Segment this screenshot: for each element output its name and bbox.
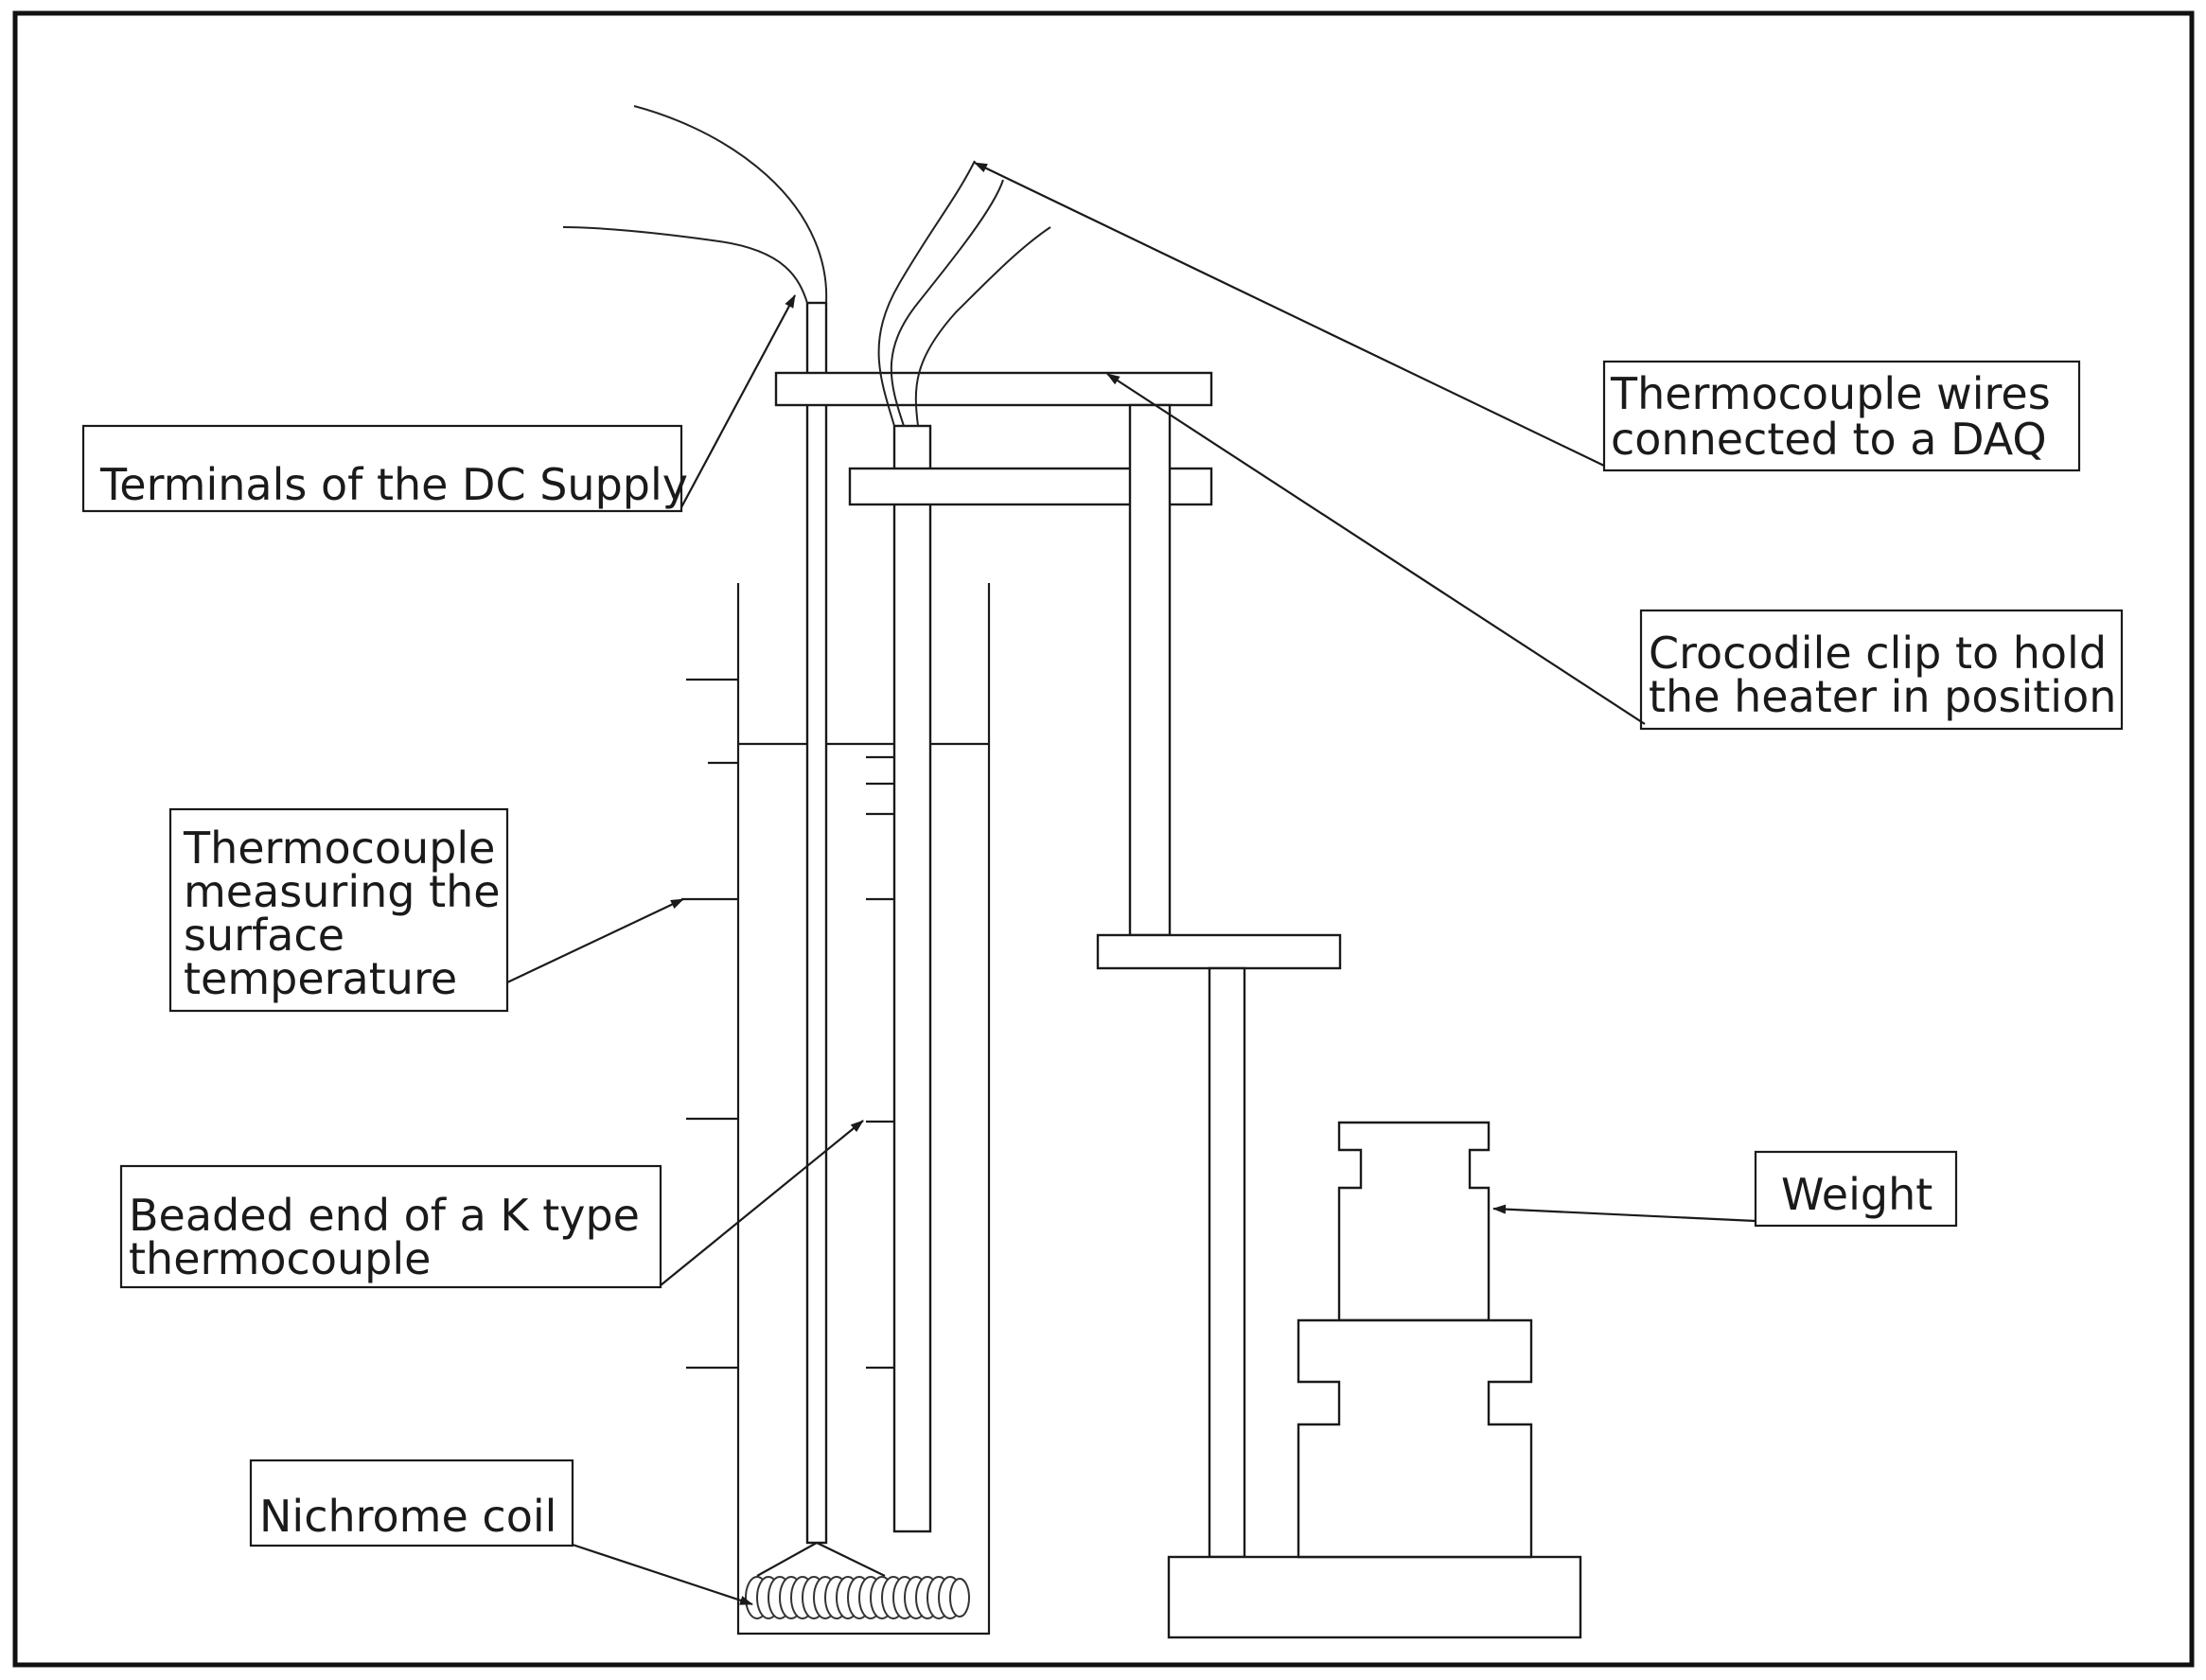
label-weight: Weight bbox=[1492, 1150, 1958, 1228]
svg-text:Weight: Weight bbox=[1781, 1169, 1932, 1220]
thermocouple-tube bbox=[866, 424, 932, 1533]
thermocouple-wires bbox=[877, 160, 1051, 427]
label-beaded-end: Beaded end of a K type thermocouple bbox=[119, 1120, 864, 1289]
svg-text:Nichrome coil: Nichrome coil bbox=[259, 1491, 556, 1542]
svg-text:Thermocouple: Thermocouple bbox=[183, 822, 495, 874]
outer-frame bbox=[12, 10, 2195, 1668]
svg-text:the heater in position: the heater in position bbox=[1649, 671, 2116, 722]
label-dc-supply: Terminals of the DC Supply bbox=[81, 294, 796, 513]
heater-rod bbox=[805, 301, 828, 1545]
dc-supply-wires bbox=[562, 105, 828, 304]
nichrome-coil bbox=[745, 1542, 970, 1619]
svg-text:thermocouple: thermocouple bbox=[129, 1233, 431, 1284]
beaker bbox=[681, 583, 991, 1636]
svg-text:measuring the: measuring the bbox=[184, 866, 501, 917]
svg-text:Thermocouple wires: Thermocouple wires bbox=[1610, 368, 2051, 419]
svg-text:Crocodile clip to hold: Crocodile clip to hold bbox=[1649, 628, 2107, 679]
label-surface-thermocouple: Thermocouple measuring the surface tempe… bbox=[168, 807, 684, 1013]
svg-text:surface: surface bbox=[184, 910, 344, 961]
svg-text:connected to a DAQ: connected to a DAQ bbox=[1611, 414, 2047, 465]
weight-block bbox=[1297, 1121, 1533, 1559]
svg-text:Terminals of the DC Supply: Terminals of the DC Supply bbox=[99, 459, 688, 510]
label-nichrome-coil: Nichrome coil bbox=[249, 1459, 753, 1606]
svg-text:Beaded end of a K type: Beaded end of a K type bbox=[129, 1190, 640, 1241]
label-crocodile-clip: Crocodile clip to hold the heater in pos… bbox=[1106, 373, 2124, 731]
svg-text:temperature: temperature bbox=[184, 953, 457, 1004]
label-thermocouple-wires: Thermocouple wires connected to a DAQ bbox=[974, 162, 2081, 472]
